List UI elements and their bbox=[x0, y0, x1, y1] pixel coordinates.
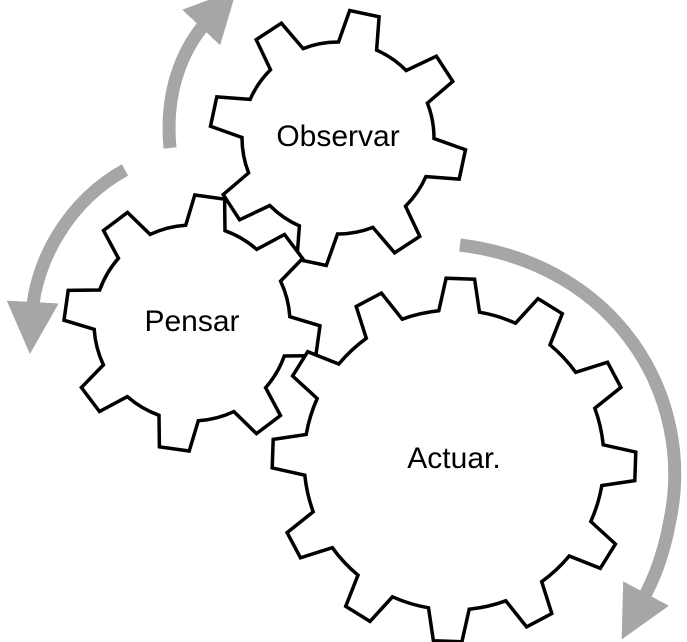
gear-observar: Observar bbox=[208, 8, 468, 268]
arrow-actuar-cycle-icon bbox=[459, 238, 682, 640]
gear-pensar: Pensar bbox=[62, 193, 322, 453]
gear-observar-icon bbox=[208, 8, 468, 268]
arrow-pensar-cycle-icon bbox=[6, 164, 129, 354]
gear-pensar-label: Pensar bbox=[144, 305, 239, 338]
gear-actuar: Actuar. bbox=[270, 276, 638, 642]
gear-actuar-label: Actuar. bbox=[407, 442, 500, 475]
gear-pensar-icon bbox=[62, 193, 322, 453]
gear-observar-label: Observar bbox=[276, 120, 399, 153]
gear-actuar-icon bbox=[270, 276, 638, 642]
arrow-observar-cycle-icon bbox=[162, 0, 237, 149]
